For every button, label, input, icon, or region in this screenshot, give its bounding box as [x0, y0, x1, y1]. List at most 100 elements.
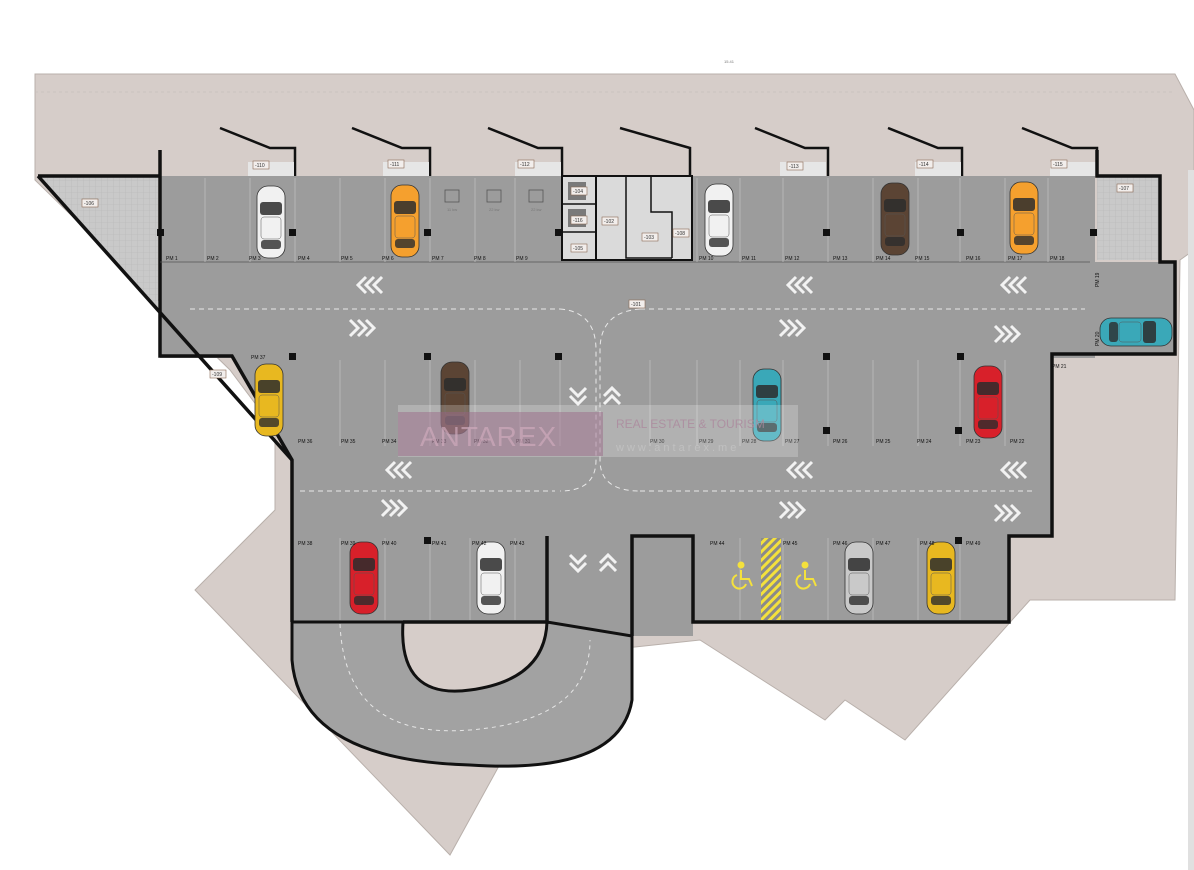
ev-charger-label-3: 22 kw	[531, 207, 542, 212]
parking-space-label: PM 47	[876, 541, 891, 547]
pillar	[955, 537, 962, 544]
parking-space-label: PM 43	[510, 541, 525, 547]
ev-charger-label-2: 22 kw	[489, 207, 500, 212]
parking-space-label: PM 4	[298, 256, 310, 262]
parking-space-label: PM 19	[1095, 272, 1101, 287]
room-label: -107	[1119, 186, 1129, 192]
car	[1099, 317, 1173, 347]
ev-charger-label-1: 11 kw	[447, 207, 457, 212]
parking-space-label: PM 29	[699, 439, 714, 445]
parking-space-label: PM 27	[785, 439, 800, 445]
room-tag: -104	[570, 186, 588, 196]
parking-space-label: PM 41	[432, 541, 447, 547]
room-label: -109	[212, 372, 222, 378]
page-edge-strip	[1188, 170, 1194, 870]
parking-space-label: PM 32	[474, 439, 489, 445]
room-tag: -115	[1050, 159, 1068, 169]
stall-lines	[204, 178, 1049, 620]
room-tag: -113	[786, 161, 804, 171]
parking-space-label: PM 10	[699, 256, 714, 262]
watermark-tagline: REAL ESTATE & TOURISM	[616, 417, 765, 431]
room-tag: -101	[628, 299, 646, 309]
parking-space-label: PM 6	[382, 256, 394, 262]
pillar	[957, 229, 964, 236]
room-label: -108	[675, 231, 685, 237]
room-labels: -101-102-103-104-105-106-107-108-109-110…	[81, 159, 1134, 379]
room-tag: -106	[81, 198, 99, 208]
room-tag: -116	[570, 215, 588, 225]
parking-space-label: PM 26	[833, 439, 848, 445]
room-tag: -103	[641, 232, 659, 242]
pillar	[1090, 229, 1097, 236]
pillar	[823, 353, 830, 360]
car	[926, 541, 956, 615]
parking-space-label: PM 20	[1095, 331, 1101, 346]
parking-space-label: PM 49	[966, 541, 981, 547]
parking-space-label: PM 31	[516, 439, 531, 445]
room-label: -116	[573, 218, 583, 224]
pillar	[424, 229, 431, 236]
room-label: -106	[84, 201, 94, 207]
parking-space-label: PM 1	[166, 256, 178, 262]
direction-arrows	[348, 275, 1028, 574]
parking-space-label: PM 16	[966, 256, 981, 262]
room-tag: -114	[916, 159, 934, 169]
parking-space-label: PM 36	[298, 439, 313, 445]
car	[256, 185, 286, 259]
room-tag: -112	[517, 159, 535, 169]
accessible-hatch	[761, 538, 781, 620]
parking-space-label: PM 12	[785, 256, 800, 262]
room-label: -103	[644, 235, 654, 241]
room-label: -114	[919, 162, 929, 168]
room-label: -101	[631, 302, 641, 308]
ev-charger-group: 11 kw 22 kw 22 kw	[444, 189, 544, 212]
parking-space-label: PM 42	[472, 541, 487, 547]
parking-space-label: PM 5	[341, 256, 353, 262]
parking-space-label: PM 11	[742, 256, 756, 262]
car	[880, 182, 910, 256]
room-label: -112	[520, 162, 530, 168]
parking-space-label: PM 15	[915, 256, 930, 262]
parking-space-label: PM 13	[833, 256, 848, 262]
car	[844, 541, 874, 615]
access-ramp	[290, 620, 634, 768]
parking-space-label: PM 30	[650, 439, 665, 445]
room-tag: -107	[1116, 183, 1134, 193]
room-label: -113	[789, 164, 799, 170]
pillar	[955, 427, 962, 434]
room-label: -111	[390, 162, 399, 168]
parking-space-label: PM 40	[382, 541, 397, 547]
room-tag: -108	[672, 228, 690, 238]
pillar	[555, 229, 562, 236]
car	[349, 541, 379, 615]
parking-space-label: PM 39	[341, 541, 356, 547]
room-tag: -102	[601, 216, 619, 226]
pillar	[957, 353, 964, 360]
pillar	[555, 353, 562, 360]
parking-space-label: PM 38	[298, 541, 313, 547]
wheelchair-icon	[795, 561, 817, 590]
watermark-brand: ANTAREX	[420, 421, 557, 452]
pillar	[157, 229, 164, 236]
parking-space-label: PM 9	[516, 256, 528, 262]
top-dimension-note: 15.41	[724, 59, 735, 64]
parking-space-label: PM 35	[341, 439, 356, 445]
aisle-markings	[190, 308, 1085, 492]
room-label: -105	[573, 246, 583, 252]
parking-space-label: PM 8	[474, 256, 486, 262]
parking-space-label: PM 24	[917, 439, 932, 445]
room-tag: -111	[387, 159, 405, 169]
room-tag: -109	[209, 369, 227, 379]
cars	[254, 181, 1173, 615]
parking-space-label: PM 37	[251, 355, 266, 361]
parking-space-label: PM 34	[382, 439, 397, 445]
parking-space-label: PM 17	[1008, 256, 1023, 262]
car	[1009, 181, 1039, 255]
pillar	[823, 427, 830, 434]
parking-space-label: PM 45	[783, 541, 798, 547]
parking-space-label: PM 46	[833, 541, 848, 547]
car	[390, 184, 420, 258]
room-tag: -105	[570, 243, 588, 253]
